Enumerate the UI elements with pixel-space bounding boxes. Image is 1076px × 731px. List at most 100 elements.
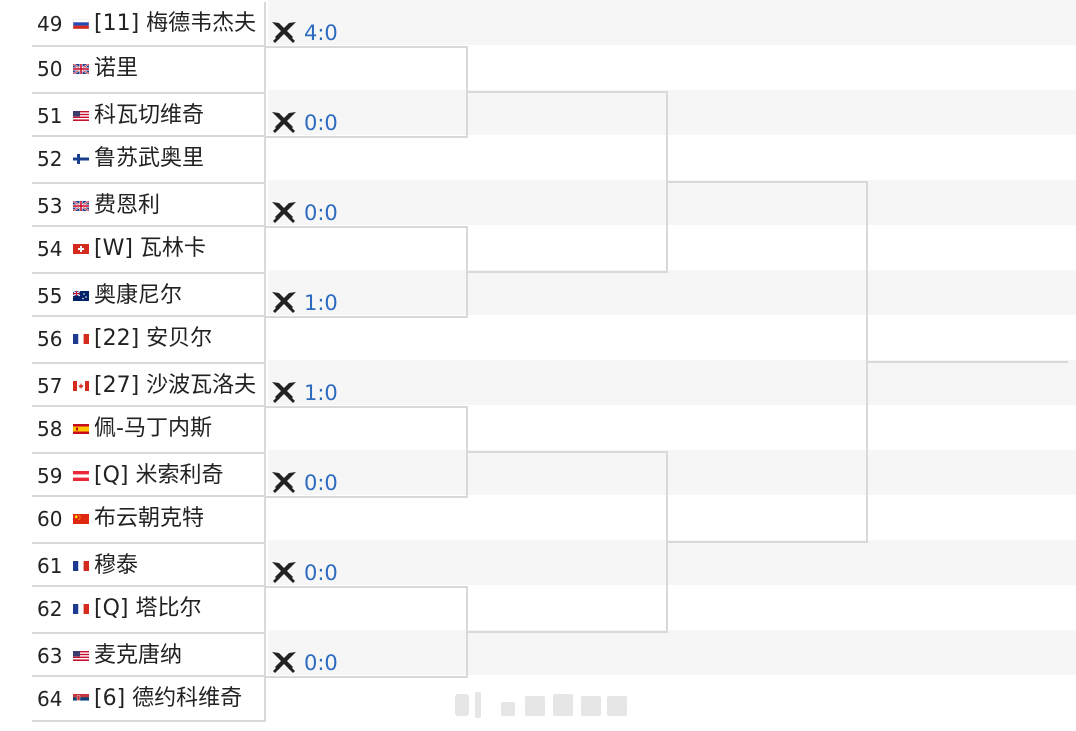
match-score[interactable]: 4:0 xyxy=(270,18,350,48)
france-flag-icon xyxy=(73,334,89,344)
player-row[interactable]: 61 穆泰 xyxy=(32,542,266,587)
row-band xyxy=(268,360,1076,405)
player-name: 布云朝克特 xyxy=(94,506,205,531)
player-row[interactable]: 60 布云朝克特 xyxy=(32,497,266,542)
row-band xyxy=(268,90,1076,135)
player-row[interactable]: 51 科瓦切维奇 xyxy=(32,92,266,137)
row-band xyxy=(268,540,1076,585)
score-text: 0:0 xyxy=(304,651,338,675)
match-score[interactable]: 0:0 xyxy=(270,468,350,498)
draw-position: 56 xyxy=(37,327,63,351)
player-name: 诺里 xyxy=(94,56,139,81)
usa-flag-icon xyxy=(73,111,89,121)
china-flag-icon xyxy=(73,514,89,524)
match-score[interactable]: 0:0 xyxy=(270,558,350,588)
draw-position: 64 xyxy=(37,687,63,711)
player-name: [6] 德约科维奇 xyxy=(94,686,243,711)
player-name: [22] 安贝尔 xyxy=(94,326,213,351)
player-name: 科瓦切维奇 xyxy=(94,103,205,128)
row-band xyxy=(268,270,1076,315)
draw-position: 62 xyxy=(37,597,63,621)
r3-connector xyxy=(667,181,868,543)
draw-position: 57 xyxy=(37,374,63,398)
player-name: [27] 沙波瓦洛夫 xyxy=(94,373,257,398)
player-name: [W] 瓦林卡 xyxy=(94,236,206,261)
canada-flag-icon xyxy=(73,381,89,391)
draw-position: 52 xyxy=(37,147,63,171)
player-row[interactable]: 57 [27] 沙波瓦洛夫 xyxy=(32,362,266,407)
draw-position: 58 xyxy=(37,417,63,441)
spain-flag-icon xyxy=(73,424,89,434)
crossed-swords-icon xyxy=(272,112,296,133)
draw-position: 55 xyxy=(37,284,63,308)
player-row[interactable]: 53 费恩利 xyxy=(32,182,266,227)
r2-connector xyxy=(467,91,668,273)
serbia-flag-icon xyxy=(73,694,89,704)
player-row[interactable]: 59 [Q] 米索利奇 xyxy=(32,452,266,497)
draw-position: 51 xyxy=(37,104,63,128)
player-row[interactable]: 54 [W] 瓦林卡 xyxy=(32,227,266,272)
row-band xyxy=(268,0,1076,45)
switzerland-flag-icon xyxy=(73,244,89,254)
score-text: 0:0 xyxy=(304,201,338,225)
score-text: 0:0 xyxy=(304,111,338,135)
player-name: [Q] 塔比尔 xyxy=(94,596,202,621)
draw-position: 54 xyxy=(37,237,63,261)
crossed-swords-icon xyxy=(272,382,296,403)
austria-flag-icon xyxy=(73,471,89,481)
finland-flag-icon xyxy=(73,154,89,164)
draw-position: 53 xyxy=(37,194,63,218)
player-row[interactable]: 64 [6] 德约科维奇 xyxy=(32,677,266,722)
match-score[interactable]: 0:0 xyxy=(270,108,350,138)
crossed-swords-icon xyxy=(272,472,296,493)
r2-connector xyxy=(467,451,668,633)
player-row[interactable]: 63 麦克唐纳 xyxy=(32,632,266,677)
player-row[interactable]: 52 鲁苏武奥里 xyxy=(32,137,266,182)
player-name: 穆泰 xyxy=(94,553,139,578)
player-row[interactable]: 56 [22] 安贝尔 xyxy=(32,317,266,362)
row-band xyxy=(268,180,1076,225)
uk-flag-icon xyxy=(73,201,89,211)
player-row[interactable]: 50 诺里 xyxy=(32,47,266,92)
match-score[interactable]: 1:0 xyxy=(270,288,350,318)
australia-flag-icon xyxy=(73,291,89,301)
draw-position: 59 xyxy=(37,464,63,488)
russia-flag-icon xyxy=(73,19,89,29)
draw-position: 61 xyxy=(37,554,63,578)
crossed-swords-icon xyxy=(272,202,296,223)
player-name: [Q] 米索利奇 xyxy=(94,463,224,488)
draw-position: 49 xyxy=(37,12,63,36)
score-text: 4:0 xyxy=(304,21,338,45)
match-score[interactable]: 1:0 xyxy=(270,378,350,408)
row-band xyxy=(268,630,1076,675)
player-name: 麦克唐纳 xyxy=(94,643,183,668)
player-row[interactable]: 62 [Q] 塔比尔 xyxy=(32,587,266,632)
player-name: 鲁苏武奥里 xyxy=(94,146,205,171)
row-band xyxy=(268,450,1076,495)
usa-flag-icon xyxy=(73,651,89,661)
player-name: 佩-马丁内斯 xyxy=(94,416,212,441)
draw-position: 50 xyxy=(37,57,63,81)
player-name: 奥康尼尔 xyxy=(94,283,183,308)
uk-flag-icon xyxy=(73,64,89,74)
player-row[interactable]: 55 奥康尼尔 xyxy=(32,272,266,317)
player-row[interactable]: 49 [11] 梅德韦杰夫 xyxy=(32,2,266,47)
crossed-swords-icon xyxy=(272,292,296,313)
score-text: 0:0 xyxy=(304,471,338,495)
draw-position: 63 xyxy=(37,644,63,668)
player-name: 费恩利 xyxy=(94,193,161,218)
france-flag-icon xyxy=(73,561,89,571)
score-text: 0:0 xyxy=(304,561,338,585)
player-name: [11] 梅德韦杰夫 xyxy=(94,11,257,36)
watermark-logo xyxy=(455,692,627,718)
match-score[interactable]: 0:0 xyxy=(270,198,350,228)
france-flag-icon xyxy=(73,604,89,614)
score-text: 1:0 xyxy=(304,291,338,315)
crossed-swords-icon xyxy=(272,22,296,43)
match-score[interactable]: 0:0 xyxy=(270,648,350,678)
score-text: 1:0 xyxy=(304,381,338,405)
player-row[interactable]: 58 佩-马丁内斯 xyxy=(32,407,266,452)
crossed-swords-icon xyxy=(272,652,296,673)
